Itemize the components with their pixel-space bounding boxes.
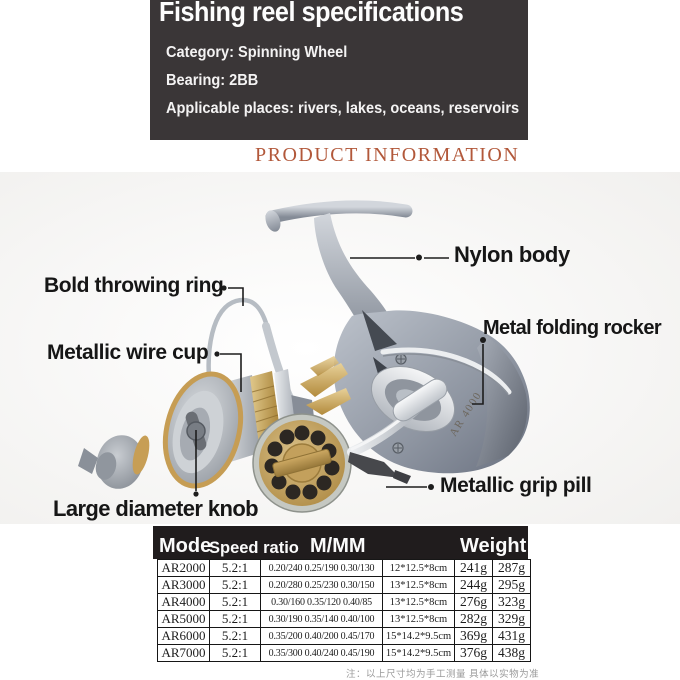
table-cell: 13*12.5*8cm: [382, 593, 455, 611]
table-cell: AR3000: [157, 576, 210, 594]
table-cell: 295g: [492, 576, 531, 594]
section-title: PRODUCT INFORMATION: [255, 144, 520, 166]
table-cell: 369g: [454, 627, 493, 645]
table-cell: AR6000: [157, 627, 210, 645]
spec-line-places: Applicable places: rivers, lakes, oceans…: [166, 100, 520, 117]
leader-metal-folding-rocker: [472, 344, 484, 405]
table-cell: 13*12.5*8cm: [382, 576, 455, 594]
column-header-mode: Mode: [159, 535, 212, 557]
reel-foot: [265, 200, 413, 224]
leader-metallic-wire-cup: [220, 353, 242, 392]
column-header-mmm: M/MM: [310, 535, 366, 557]
table-cell: 0.20/280 0.25/230 0.30/150: [260, 576, 383, 594]
table-cell: 5.2:1: [209, 610, 261, 628]
spool-face-disc: [252, 413, 352, 513]
label-large-diameter-knob: Large diameter knob: [53, 496, 259, 521]
table-cell: 244g: [454, 576, 493, 594]
table-cell: 323g: [492, 593, 531, 611]
table-cell: 376g: [454, 644, 493, 662]
table-cell: 5.2:1: [209, 559, 261, 577]
leader-bold-throwing-ring: [228, 287, 244, 306]
table-cell: 282g: [454, 610, 493, 628]
label-metallic-wire-cup: Metallic wire cup: [47, 341, 209, 364]
table-cell: 0.35/300 0.40/240 0.45/190: [260, 644, 383, 662]
table-cell: 287g: [492, 559, 531, 577]
fold-lever: [348, 452, 400, 478]
table-cell: 241g: [454, 559, 493, 577]
body-facet: [476, 336, 528, 467]
grip-pill: [392, 378, 448, 422]
table-cell: 5.2:1: [209, 644, 261, 662]
table-cell: 5.2:1: [209, 593, 261, 611]
table-cell: 15*14.2*9.5cm: [382, 644, 455, 662]
label-metal-folding-rocker: Metal folding rocker: [483, 317, 662, 339]
table-cell: 276g: [454, 593, 493, 611]
table-cell: 0.30/190 0.35/140 0.40/100: [260, 610, 383, 628]
page-title: Fishing reel specifications: [159, 0, 464, 27]
column-header-weight: Weight: [460, 535, 527, 557]
bail-wire: [206, 297, 271, 400]
leader-dots: [193, 254, 486, 497]
table-cell: AR5000: [157, 610, 210, 628]
spec-line-bearing: Bearing: 2BB: [166, 72, 259, 89]
table-cell: 13*12.5*8cm: [382, 610, 455, 628]
spec-line-category: Category: Spinning Wheel: [166, 44, 348, 61]
reel-stem: [314, 213, 398, 345]
table-cell: 12*12.5*8cm: [382, 559, 455, 577]
table-cell: 438g: [492, 644, 531, 662]
table-note: 注：以上尺寸均为手工测量 具体以实物为准: [346, 669, 540, 680]
column-header-speed-ratio: Speed ratio: [209, 539, 299, 557]
leader-lines: [195, 257, 484, 491]
table-cell: 15*14.2*9.5cm: [382, 627, 455, 645]
gold-accent: [300, 363, 348, 397]
table-cell: AR4000: [157, 593, 210, 611]
cap-lever: [78, 448, 98, 474]
label-bold-throwing-ring: Bold throwing ring: [44, 274, 224, 297]
table-cell: AR7000: [157, 644, 210, 662]
table-cell: 0.20/240 0.25/190 0.30/130: [260, 559, 383, 577]
table-cell: 0.30/160 0.35/120 0.40/85: [260, 593, 383, 611]
table-cell: 5.2:1: [209, 627, 261, 645]
table-cell: AR2000: [157, 559, 210, 577]
spec-table-header: Mode Speed ratio M/MM Weight: [153, 526, 528, 559]
table-cell: 329g: [492, 610, 531, 628]
table-cell: 431g: [492, 627, 531, 645]
label-metallic-grip-pill: Metallic grip pill: [440, 474, 592, 497]
label-nylon-body: Nylon body: [454, 242, 570, 267]
table-cell: 0.35/200 0.40/200 0.45/170: [260, 627, 383, 645]
header-box: Fishing reel specifications Category: Sp…: [150, 0, 528, 140]
reel-drawing: AR 4000: [78, 200, 530, 513]
table-cell: 5.2:1: [209, 576, 261, 594]
